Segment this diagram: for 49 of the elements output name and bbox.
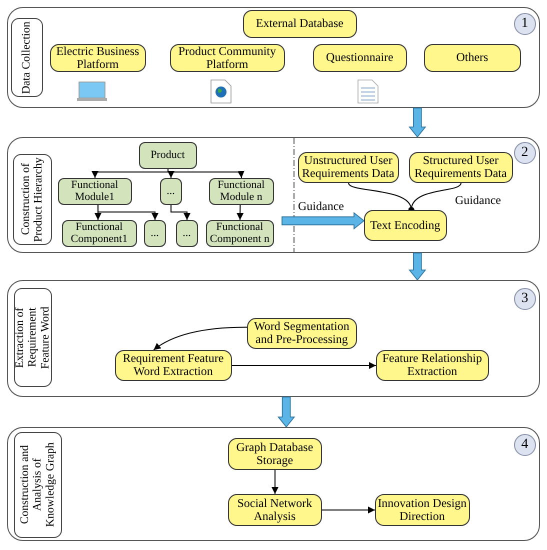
step-number: 4 <box>514 434 536 456</box>
process-box: Structured User Requirements Data <box>408 152 513 183</box>
process-box: Innovation Design Direction <box>374 494 470 526</box>
hierarchy-box: ... <box>176 220 198 247</box>
step-number: 1 <box>514 12 536 35</box>
section-title: Extraction of Requirement Feature Word <box>14 288 52 387</box>
block-arrow <box>277 396 296 428</box>
hierarchy-box: ... <box>160 178 182 205</box>
arrow <box>322 506 376 514</box>
process-box: Social Network Analysis <box>228 494 322 526</box>
hierarchy-box: Product <box>138 142 197 169</box>
step-number: 2 <box>514 142 536 164</box>
section-title: Data Collection <box>10 18 43 97</box>
process-box: Requirement Feature Word Extraction <box>114 350 232 381</box>
arrow <box>232 362 376 369</box>
arrow <box>97 204 158 220</box>
block-arrow <box>408 108 426 138</box>
arrow <box>236 204 244 220</box>
process-box: Questionnaire <box>312 44 407 72</box>
process-box: Word Segmentation and Pre-Processing <box>246 318 357 349</box>
annotation-text: Guidance <box>455 194 501 208</box>
section-panel <box>7 427 540 541</box>
arrow <box>170 204 190 220</box>
process-box: External Database <box>242 10 357 38</box>
section-panel <box>7 7 540 108</box>
hierarchy-box: Functional Module n <box>208 178 274 205</box>
process-box: Text Encoding <box>364 210 447 241</box>
arrow <box>168 168 174 178</box>
edge-label: Guidance <box>298 200 344 214</box>
process-box: Unstructured User Requirements Data <box>298 152 399 183</box>
section-panel <box>7 280 540 397</box>
section-title: Construction of Product Hierarchy <box>12 154 52 245</box>
hierarchy-box: Functional Component1 <box>62 220 137 247</box>
hierarchy-box: Functional Module1 <box>58 178 132 205</box>
section-panel <box>7 137 540 253</box>
block-arrow <box>408 252 426 281</box>
process-box: Electric Business Platform <box>50 44 146 72</box>
hierarchy-box: ... <box>144 220 166 247</box>
arrow <box>272 470 278 494</box>
block-arrow <box>282 212 365 230</box>
process-box: Feature Relationship Extraction <box>376 350 489 381</box>
arrow <box>92 168 168 178</box>
process-box: Graph Database Storage <box>228 438 322 470</box>
arrow <box>153 326 248 350</box>
process-box: Product Community Platform <box>170 44 285 72</box>
hierarchy-box: Functional Component n <box>206 220 274 247</box>
section-title: Construction and Analysis of Knowledge Graph <box>14 432 62 538</box>
process-box: Others <box>424 44 521 72</box>
step-number: 3 <box>514 288 536 310</box>
